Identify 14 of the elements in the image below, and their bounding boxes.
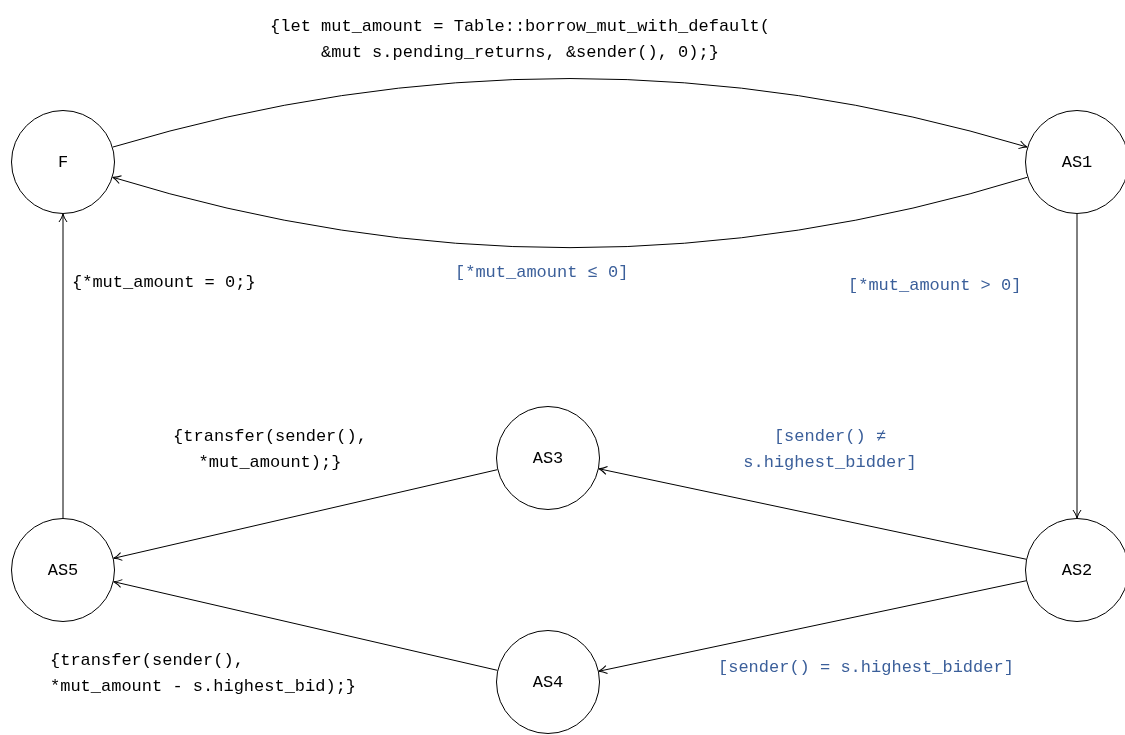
action-label: {let mut_amount = Table::borrow_mut_with_default( &mut s.pending_returns, &sender(), 0);} bbox=[269, 16, 771, 64]
action-label: {transfer(sender(), *mut_amount - s.highest_bid);} bbox=[50, 650, 358, 698]
state-name: AS1 bbox=[1061, 152, 1093, 172]
guard-label: [sender() ≠ s.highest_bidder] bbox=[742, 426, 918, 474]
guard-label: [*mut_amount ≤ 0] bbox=[455, 262, 630, 284]
state-name: AS5 bbox=[47, 560, 79, 580]
state-name: AS3 bbox=[532, 448, 564, 468]
state-name: AS4 bbox=[532, 672, 564, 692]
action-label: {transfer(sender(), *mut_amount);} bbox=[172, 426, 368, 474]
state-name: F bbox=[57, 152, 69, 172]
guard-label: [*mut_amount > 0] bbox=[848, 275, 1023, 297]
guard-label: [sender() = s.highest_bidder] bbox=[718, 657, 1015, 679]
action-label: {*mut_amount = 0;} bbox=[72, 272, 257, 294]
state-name: AS2 bbox=[1061, 560, 1093, 580]
